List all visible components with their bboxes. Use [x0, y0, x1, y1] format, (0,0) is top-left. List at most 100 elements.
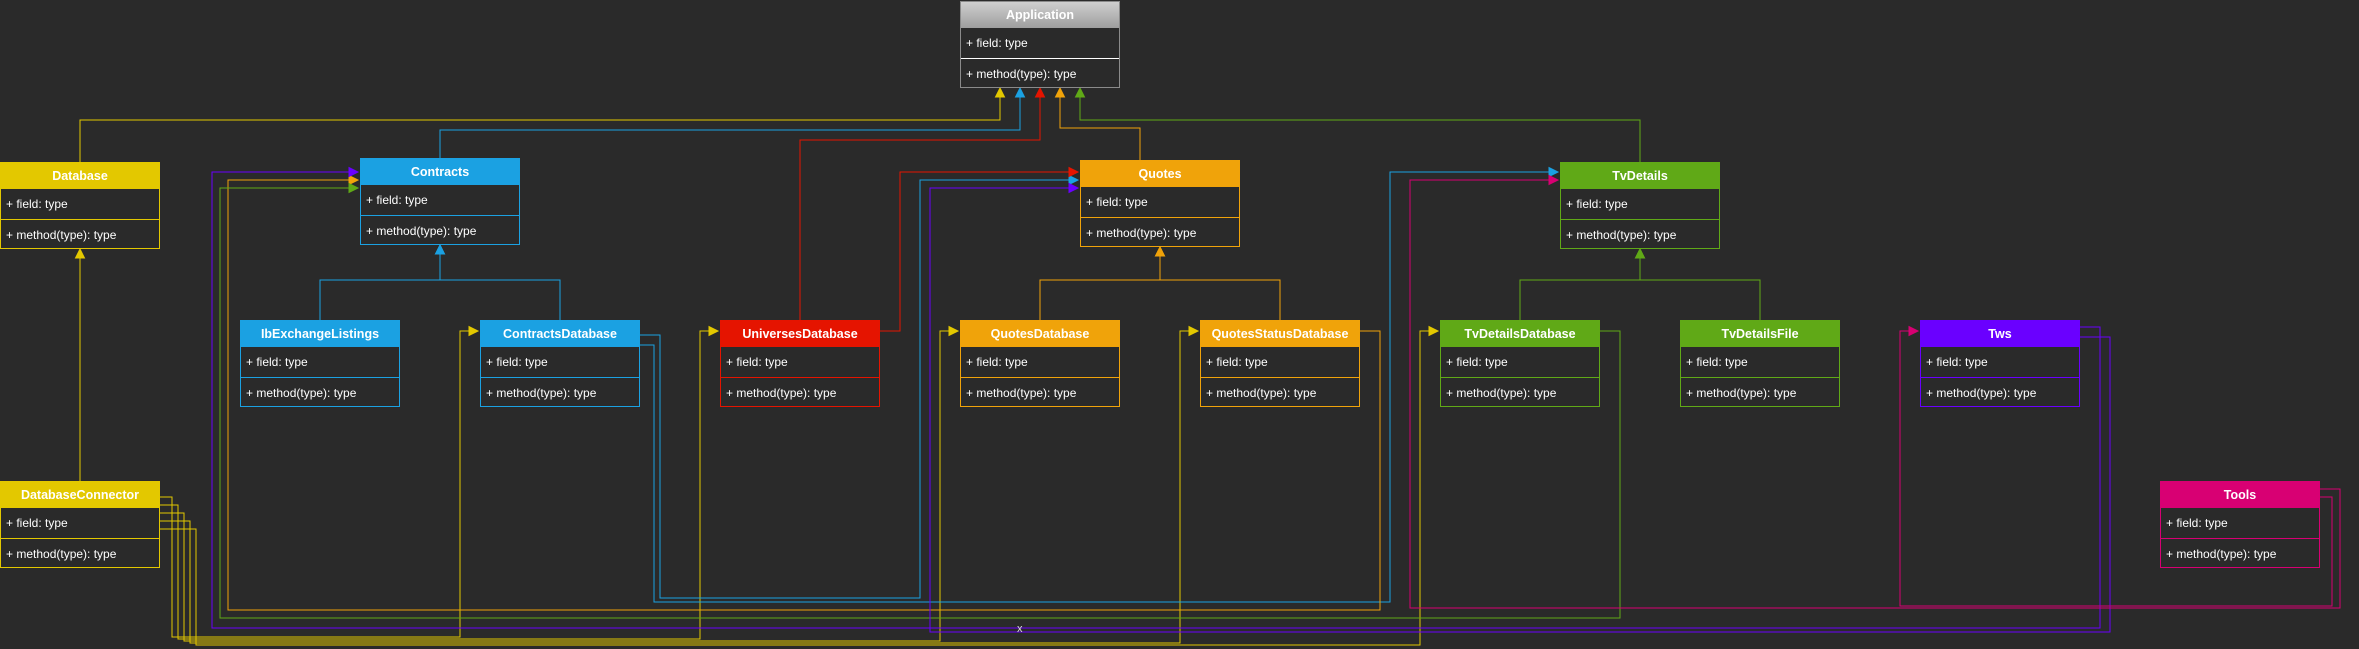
class-method: + method(type): type: [1681, 377, 1839, 408]
class-name: QuotesStatusDatabase: [1201, 321, 1359, 347]
connector-tvdetails-to-app-arrowhead: [1074, 86, 1086, 98]
connector-quotes-to-app-arrowhead: [1054, 86, 1066, 98]
class-method: + method(type): type: [2161, 538, 2319, 569]
class-name: ContractsDatabase: [481, 321, 639, 347]
connector-dbconnector-to-quotesdb: [160, 330, 958, 642]
class-tvdetails[interactable]: TvDetails + field: type + method(type): ty…: [1560, 162, 1720, 249]
class-tvdetailsfile[interactable]: TvDetailsFile+ field: type+ method(type)…: [1680, 320, 1840, 407]
connector-tws-to-quotes: [929, 187, 2111, 633]
class-name: Quotes: [1081, 161, 1239, 187]
class-field: + field: type: [1926, 355, 1988, 369]
connector-dbconnector-to-quotesstatusdb-arrowhead: [1188, 325, 1200, 337]
class-dbconnector[interactable]: DatabaseConnector + field: type + method(t…: [0, 481, 160, 568]
class-field: + field: type: [966, 355, 1028, 369]
class-method: + method(type): type: [961, 58, 1119, 89]
connector-quotesstatusdb-to-quotes: [1159, 247, 1281, 320]
connector-contractsdb-to-contracts-arrowhead: [434, 243, 446, 255]
class-field: + field: type: [246, 355, 308, 369]
connector-database-to-app: [79, 88, 1001, 162]
connector-tws-to-contracts-arrowhead: [348, 166, 360, 178]
class-contracts[interactable]: Contracts+ field: type+ method(type): ty…: [360, 158, 520, 245]
connector-tvdetailsdb-to-contracts-arrowhead: [348, 182, 360, 194]
connector-quotesdb-to-quotes: [1039, 247, 1161, 320]
connector-contractsdb-to-tvdetails-arrowhead: [1548, 166, 1560, 178]
class-field: + field: type: [1686, 355, 1748, 369]
class-field: + field: type: [1446, 355, 1508, 369]
class-quotes[interactable]: Quotes + field: type + method(type): type: [1080, 160, 1240, 247]
class-field: + field: type: [726, 355, 788, 369]
connector-ibexchange-to-contracts: [319, 245, 441, 320]
class-tws[interactable]: Tws+ field: type+ method(type): type: [1920, 320, 2080, 407]
class-method: + method(type): type: [721, 377, 879, 408]
connector-contracts-to-app-arrowhead: [1014, 86, 1026, 98]
class-name: Contracts: [361, 159, 519, 185]
connector-universesdb-to-app-arrowhead: [1034, 86, 1046, 98]
class-field: + field: type: [1566, 197, 1628, 211]
class-method: + method(type): type: [1441, 377, 1599, 408]
connector-contractsdb-to-contracts: [439, 245, 561, 320]
connector-tvdetailsdb-to-contracts: [219, 187, 1621, 619]
class-method: + method(type): type: [481, 377, 639, 408]
connector-dbconnector-to-universesdb: [160, 330, 718, 640]
connector-quotesstatusdb-to-quotes-arrowhead: [1154, 245, 1166, 257]
connector-tools-to-tvdetails: [1409, 179, 2341, 609]
class-tools[interactable]: Tools + field: type + method(type): type: [2160, 481, 2320, 568]
class-field: + field: type: [6, 197, 68, 211]
connector-dbconnector-to-database-arrowhead: [74, 247, 86, 259]
connector-contractsdb-to-tvdetails: [640, 171, 1558, 603]
class-name: Application: [961, 2, 1119, 28]
connector-contractsdb-to-quotes: [640, 179, 1078, 599]
class-field: + field: type: [1086, 195, 1148, 209]
connector-tools-to-tws: [1899, 330, 2333, 607]
connector-quotes-to-app: [1059, 88, 1141, 160]
class-field: + field: type: [366, 193, 428, 207]
class-ibexchange[interactable]: IbExchangeListings + field: type + method(…: [240, 320, 400, 407]
class-method: + method(type): type: [1081, 217, 1239, 248]
class-name: QuotesDatabase: [961, 321, 1119, 347]
connector-quotesstatusdb-to-contracts-arrowhead: [348, 174, 360, 186]
connector-dbconnector-to-contractsdb-arrowhead: [468, 325, 480, 337]
connector-dbconnector-to-tvdetailsdb: [160, 330, 1438, 646]
class-database[interactable]: Database+ field: type+ method(type): typ…: [0, 162, 160, 249]
class-method: + method(type): type: [1561, 219, 1719, 250]
class-method: + method(type): type: [241, 377, 399, 408]
class-quotesstatusdb[interactable]: QuotesStatusDatabase+ field: type+ metho…: [1200, 320, 1360, 407]
connector-tvdetailsfile-to-tvdetails: [1639, 249, 1761, 320]
class-name: DatabaseConnector: [1, 482, 159, 508]
connector-tools-to-tvdetails-arrowhead: [1548, 174, 1560, 186]
crossing-marker: x: [1017, 623, 1023, 635]
class-name: Tools: [2161, 482, 2319, 508]
connector-contractsdb-to-quotes-arrowhead: [1068, 174, 1080, 186]
connector-tvdetailsdb-to-tvdetails: [1519, 249, 1641, 320]
connector-tvdetails-to-app: [1079, 88, 1641, 162]
connector-tws-to-contracts: [211, 171, 2101, 629]
connector-dbconnector-to-quotesstatusdb: [160, 330, 1198, 644]
connector-database-to-app-arrowhead: [994, 86, 1006, 98]
class-name: Tws: [1921, 321, 2079, 347]
connector-tools-to-tws-arrowhead: [1908, 325, 1920, 337]
class-field: + field: type: [486, 355, 548, 369]
class-name: TvDetailsDatabase: [1441, 321, 1599, 347]
class-quotesdb[interactable]: QuotesDatabase+ field: type+ method(type…: [960, 320, 1120, 407]
connector-dbconnector-to-quotesdb-arrowhead: [948, 325, 960, 337]
class-field: + field: type: [2166, 516, 2228, 530]
connector-universesdb-to-app: [799, 88, 1041, 320]
class-tvdetailsdb[interactable]: TvDetailsDatabase + field: type + method(t…: [1440, 320, 1600, 407]
connector-tws-to-quotes-arrowhead: [1068, 182, 1080, 194]
class-name: IbExchangeListings: [241, 321, 399, 347]
connector-dbconnector-to-universesdb-arrowhead: [708, 325, 720, 337]
class-app[interactable]: Application + field: type + method(type): …: [960, 1, 1120, 88]
class-method: + method(type): type: [1, 538, 159, 569]
class-name: UniversesDatabase: [721, 321, 879, 347]
class-name: Database: [1, 163, 159, 189]
class-name: TvDetails: [1561, 163, 1719, 189]
class-field: + field: type: [1206, 355, 1268, 369]
connector-universesdb-to-quotes-arrowhead: [1068, 166, 1080, 178]
class-universesdb[interactable]: UniversesDatabase + field: type + method(t…: [720, 320, 880, 407]
class-contractsdb[interactable]: ContractsDatabase + field: type + method(t…: [480, 320, 640, 407]
class-field: + field: type: [6, 516, 68, 530]
connector-quotesstatusdb-to-contracts: [227, 179, 1381, 611]
class-field: + field: type: [966, 36, 1028, 50]
connector-tvdetailsfile-to-tvdetails-arrowhead: [1634, 247, 1646, 259]
